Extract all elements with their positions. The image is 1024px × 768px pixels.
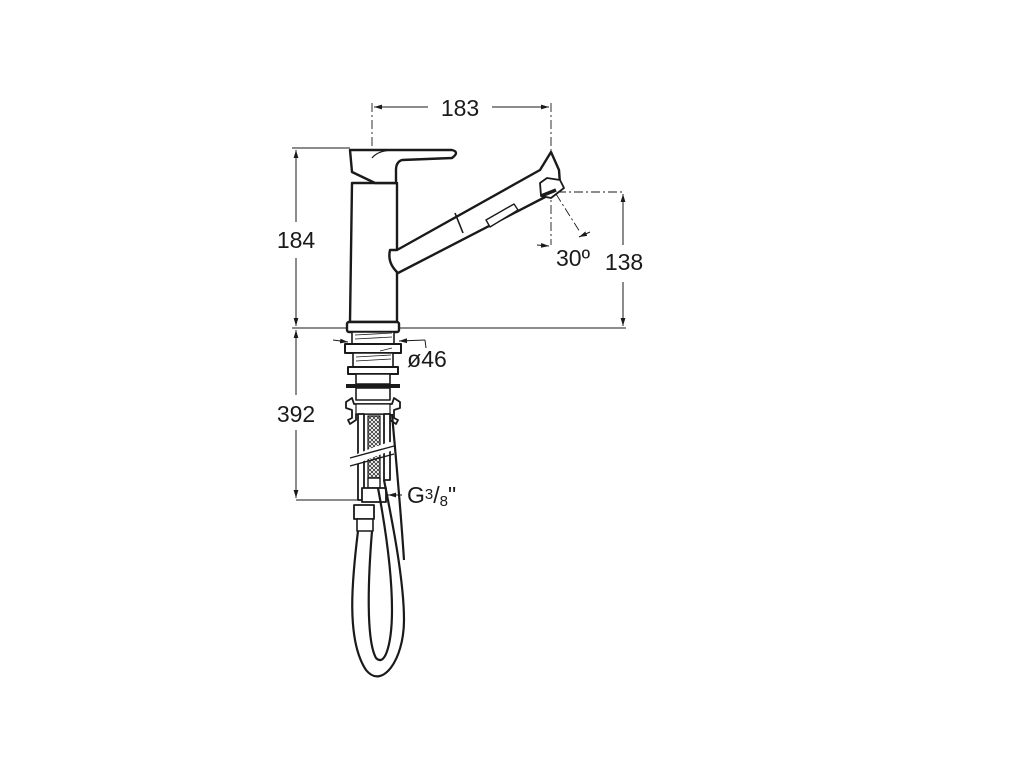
faucet-body xyxy=(345,148,565,334)
dimension-spout-reach: 183 xyxy=(374,95,549,121)
below-deck-value: 392 xyxy=(277,401,315,427)
height-value: 184 xyxy=(277,227,316,253)
dimension-faucet-height: 184 xyxy=(277,147,350,329)
dimension-outlet-height: 138 xyxy=(399,194,643,329)
supply-hoses xyxy=(348,413,406,678)
dimension-below-deck: 392 xyxy=(277,330,362,501)
dimension-base-diameter: ø46 xyxy=(332,338,447,372)
thread-label: G3/8" xyxy=(407,482,456,510)
diameter-value: ø46 xyxy=(407,346,447,372)
dimension-connection-thread: G3/8" xyxy=(388,482,456,510)
reach-value: 183 xyxy=(441,95,479,121)
spout-tube xyxy=(388,150,562,275)
dimension-spray-angle: 30º xyxy=(536,231,591,271)
lever-handle xyxy=(348,148,458,185)
angle-value: 30º xyxy=(556,245,591,271)
spray-button xyxy=(485,203,519,228)
mounting-hardware xyxy=(344,331,402,425)
outlet-height-value: 138 xyxy=(605,249,643,275)
